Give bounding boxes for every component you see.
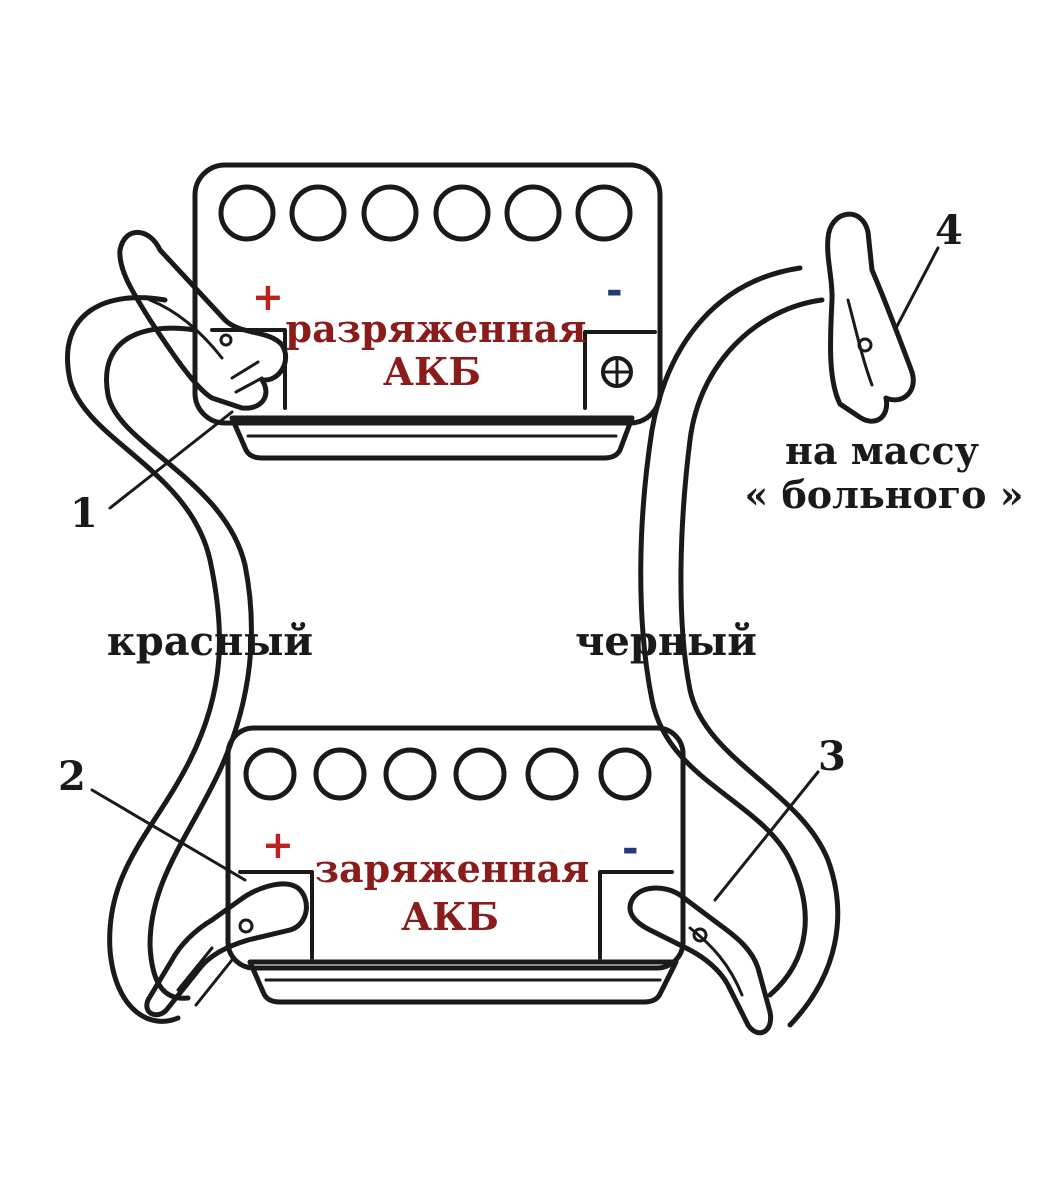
black-cable-label: черный — [575, 618, 757, 665]
bottom-battery-label-line2: АКБ — [401, 894, 499, 939]
top-minus-sign: - — [606, 268, 623, 314]
top-plus-sign: + — [252, 275, 284, 319]
top-battery: + - разряженная АКБ — [192, 162, 663, 461]
bottom-battery-label-line1: заряженная — [315, 846, 589, 891]
bottom-minus-sign: - — [622, 826, 639, 872]
callout-4: 4 — [935, 207, 963, 254]
callout-1: 1 — [70, 490, 98, 537]
leader-lines — [90, 246, 940, 902]
clamp-3 — [627, 885, 774, 1036]
bottom-battery-cell-caps — [243, 747, 652, 801]
clamp-4 — [825, 211, 916, 424]
ground-note-line2: « больного » — [744, 472, 1023, 517]
red-cable — [65, 295, 254, 1024]
clamp-2 — [144, 881, 309, 1018]
bottom-plus-sign: + — [262, 823, 294, 867]
top-battery-label-line1: разряженная — [286, 306, 587, 351]
top-battery-label-line2: АКБ — [383, 349, 481, 394]
callout-3: 3 — [818, 733, 846, 780]
negative-terminal-icon — [601, 356, 633, 388]
red-cable-label: красный — [107, 618, 313, 665]
clamp-1 — [117, 229, 289, 411]
top-battery-cell-caps — [218, 184, 633, 242]
black-cable — [638, 265, 841, 1028]
ground-note-line1: на массу — [785, 428, 979, 473]
callout-2: 2 — [58, 753, 86, 800]
bottom-battery: + - заряженная АКБ — [225, 725, 686, 1005]
